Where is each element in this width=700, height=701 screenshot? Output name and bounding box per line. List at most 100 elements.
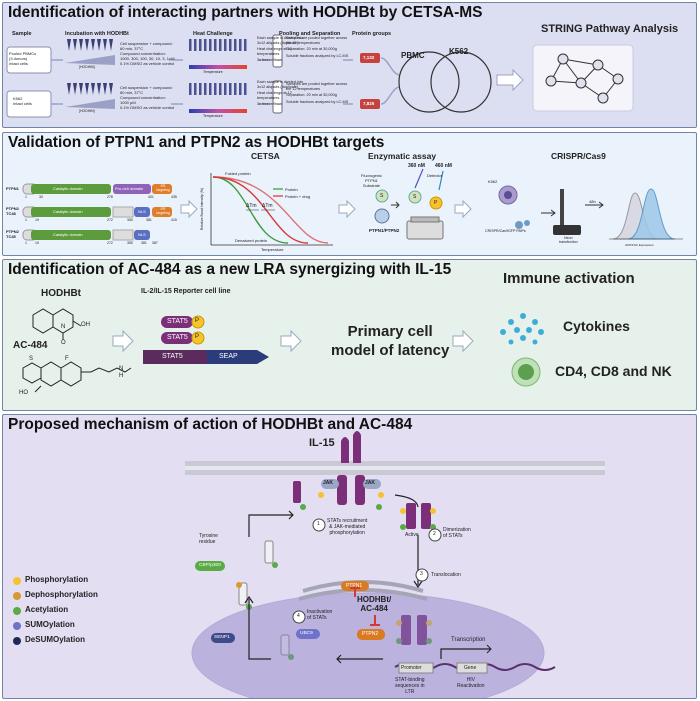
hodhbt-structure [32,308,82,340]
inhibit-ptpn2 [370,615,380,626]
row1-pool-2: the 12 temperatures [286,40,320,45]
row2-heat-1: Each sample is divided into [257,80,304,84]
ubc9-badge [296,629,320,639]
enzyme-detector: Detector [427,173,443,178]
row2-inc-4: 1000 µM [120,100,136,105]
panel2-graphics [22,168,683,246]
heat-gradient-2 [189,109,247,113]
ptpn1-n3: 278 [107,195,113,199]
enzymatic-heading: Enzymatic assay [368,151,437,161]
row2-sample-2: Intact cells [13,101,32,106]
step2-number: 2 [433,531,436,537]
row1-heat-5: 3x freeze/thaw [257,58,282,63]
row1-pool-4: Soluble fractions analyzed by LC-MS [286,53,349,58]
panel3-graphics [22,308,544,393]
row2-inc-2: 60 min, 37°C [120,90,144,95]
immune-activation-label: Immune activation [503,270,635,287]
step1-line-2: & JAK-mediated [329,524,366,530]
phospho-p-upper: P [195,318,200,324]
step1-line-1: STATs recruitment [327,518,368,524]
crispr-neon-2: transfection [559,240,578,245]
panel-mechanism: Proposed mechanism of action of HODHBt a… [2,414,697,699]
hiv-line-2: Reactivation [457,683,485,689]
primary-cell-label: Primary cell model of latency [331,322,449,360]
row1-tube-label: [HODHBt] [79,65,95,69]
ac484-nh: N [119,366,124,372]
ptpn1-pro: Pro-rich domain [115,186,144,191]
legend-desumoylation: DeSUMOylation [25,635,86,644]
row2-heat-5: 3x freeze/thaw [257,102,282,107]
workflow-arrows-1 [51,59,353,105]
step4-line-1: Inactivation [307,609,333,615]
tyrosine-line-1: Tyrosine [199,533,218,539]
binding-line-2: sequences in [395,683,425,689]
row2-heat: Each sample is divided into 3x12 aliquot… [257,80,303,107]
step-circles [292,518,442,624]
cytokine-dots [500,313,544,345]
row2-pool-1: Samples are pooled together across [286,82,347,86]
ptpn2-tc45-n1: 1 [25,241,27,245]
ac484-h: H [119,373,124,379]
promoter-label: Promoter [401,665,422,671]
ac484-s: S [29,356,34,362]
row1-heat-1: Each sample is divided into [257,36,304,40]
col-protein-groups: Protein groups [352,31,392,37]
ptpn2-tc48-label-2: TC48 [6,211,16,216]
ptpn2-tc48-label: PTPN2 TC48 [6,206,19,216]
row2-sample-1: K562 [13,96,23,101]
col-heat: Heat Challenge [193,31,233,37]
drug-line-1: HODHBt/ [357,595,392,604]
ptpn2-tc48-n6: 415 [171,218,177,222]
step1-number: 1 [317,521,320,527]
row2-sample: K562 Intact cells [13,96,32,106]
ptpn1-n1: 1 [25,195,27,199]
step3-number: 3 [420,571,423,577]
venn-k562 [430,51,492,113]
crispr-neon-1: Neon [563,236,573,240]
step4-line-2: of STATs [307,615,327,621]
ptpn2-tc48-er: ER targeting [156,207,170,215]
row2-tube-label: [HODHBt] [79,109,95,113]
legend-sumoylation: SUMOylation [25,620,75,629]
hiv-line-1: HIV [466,677,475,683]
ptpn1-badge [341,581,369,591]
ptpn2-tc45-domain-bar [22,229,150,241]
col-pooling: Pooling and Separation [279,31,341,37]
enzyme-target: PTPN1/PTPN2 [369,228,400,233]
ubc9-label: UBC9 [300,631,313,636]
row2-inc-3: Compound concentration: [120,95,166,100]
ac484-structure [22,361,132,393]
row1-heat-3: Heat challenge at 12 [257,47,292,52]
active-label: Active [405,532,419,538]
ptpn2-tc45-n2: 19 [35,241,39,245]
ptpn2-tc48-n2: 19 [35,218,39,222]
row2-inc-5: 0.1% DMSO as vehicle control [120,105,175,110]
step4-text: Inactivation of STATs [307,609,332,621]
row1-inc-4: 1000, 300, 100, 30, 10, 3, 1µM [120,56,175,61]
ptpn2-tc48-n4: 350 [127,218,133,222]
cetsa-ylabel: Relative Band Intensity (%) [200,187,205,231]
cells-label: CD4, CD8 and NK [555,363,672,379]
row2-pool: Samples are pooled together across the 1… [286,82,348,104]
ptpn2-tc45-label-2: TC45 [6,234,16,239]
arrow-to-crispr [454,199,472,219]
panel4-title: Proposed mechanism of action of HODHBt a… [8,416,413,433]
venn-label-pbmc: PBMC [401,51,425,60]
row1-sample: Pooled PBMCs (3 donors) Intact cells [9,51,36,66]
step2-line-1: Dimerization [443,527,471,533]
row2-heat-2: 3x12 aliquots (duplicate) [257,84,299,89]
venn-label-k562: K562 [449,47,469,56]
step2-text: Dimerization of STATs [443,527,471,539]
cetsa-xlabel: Temperature [261,247,284,252]
cytokines-label: Cytokines [563,318,630,334]
ptpn2-tc45-n3: 272 [107,241,113,245]
row2-inc-1: Cell suspension + compound: [120,85,173,90]
ptpn2-tc48-n1: 1 [25,218,27,222]
row1-count: 7,132 [363,55,375,60]
ptpn1-er: ER targeting [156,184,170,192]
promoter-box [398,662,434,674]
ac484-ho: HO [19,390,28,396]
legend-phosphorylation: Phosphorylation [25,575,89,584]
gene-box [456,662,488,674]
ptpn2-tc45-label-1: PTPN2 [6,229,19,234]
